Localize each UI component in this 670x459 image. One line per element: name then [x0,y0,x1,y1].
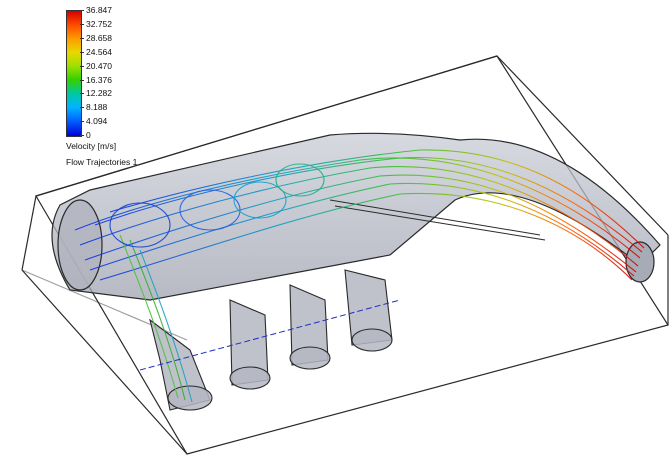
legend-plot-name: Flow Trajectories 1 [66,157,138,167]
legend-tick: 28.658 [86,32,112,43]
tick-mark [80,93,84,95]
tick-mark [80,65,84,67]
legend-tick: 8.188 [86,102,108,113]
tick-mark [80,135,84,136]
tick-mark [80,51,84,53]
flow-trajectories [74,149,645,403]
tick-mark [80,23,84,25]
legend-tick: 36.847 [86,5,112,15]
velocity-legend: 36.847 32.752 28.658 24.564 20.470 16.37… [66,5,176,167]
legend-unit-label: Velocity [m/s] [66,141,117,151]
legend-tick: 0 [86,130,91,140]
tick-mark [80,79,84,81]
domain-box [21,55,669,455]
legend-tick: 4.094 [86,116,108,127]
tick-mark [80,10,84,11]
legend-tick: 20.470 [86,60,112,71]
legend-tick: 24.564 [86,46,112,57]
tick-mark [80,37,84,39]
tick-mark [80,107,84,109]
intake-runners [149,269,393,411]
manifold-body [51,132,661,301]
legend-tick: 32.752 [86,18,112,29]
legend-tick: 16.376 [86,74,112,85]
color-scale-bar [66,10,82,137]
tick-mark [80,121,84,123]
legend-tick: 12.282 [86,88,112,99]
